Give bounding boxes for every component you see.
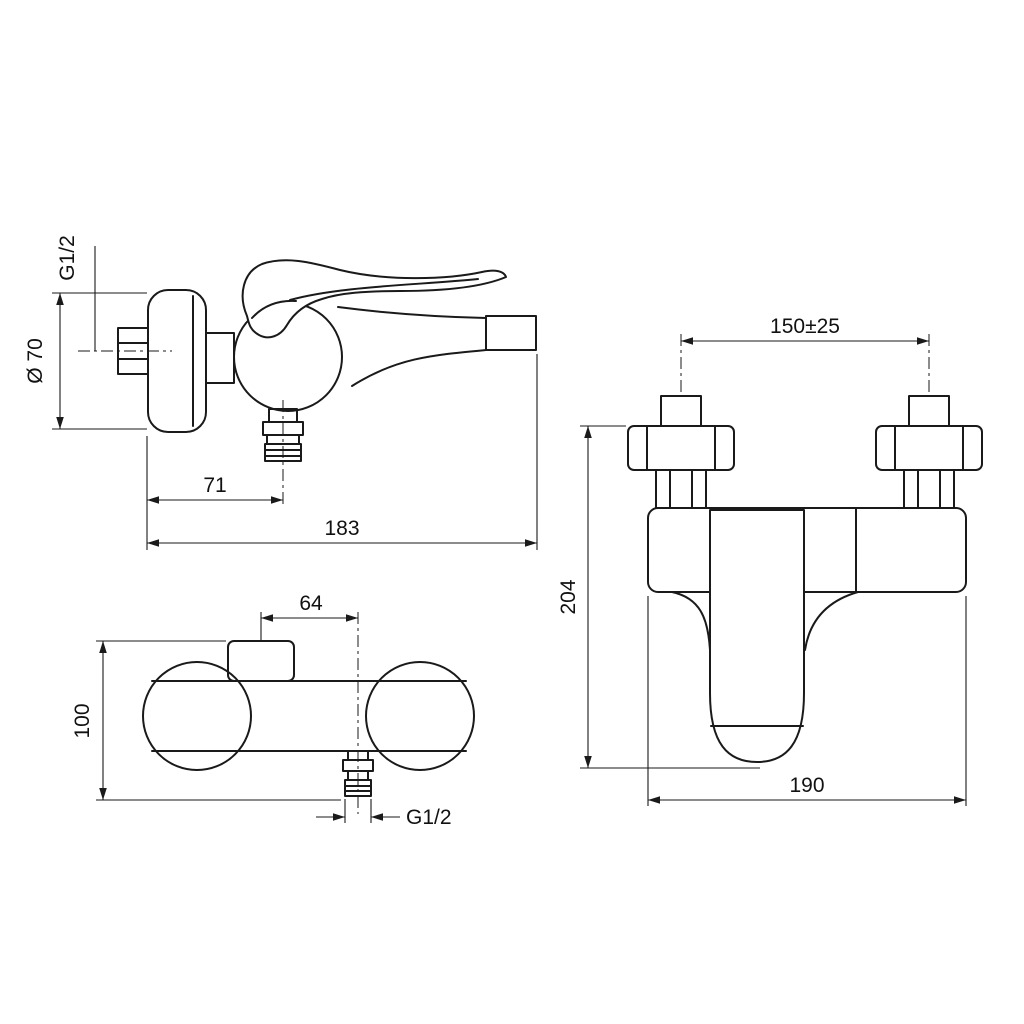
plan-handle-base bbox=[227, 640, 295, 682]
dim-label-height: 204 bbox=[557, 579, 580, 614]
side-step-adapter bbox=[205, 332, 235, 384]
side-spout-tip bbox=[485, 315, 537, 351]
front-left-fitting bbox=[627, 334, 735, 515]
side-wall-flange bbox=[147, 289, 207, 433]
dim-flange-diameter: Ø 70 bbox=[24, 292, 147, 430]
dim-label-outlet-offset: 71 bbox=[203, 474, 226, 497]
dim-label-depth: 100 bbox=[71, 703, 94, 738]
dim-label-total-projection: 183 bbox=[324, 517, 359, 540]
dim-label-width: 190 bbox=[789, 774, 824, 797]
front-view: 150±25 204 190 bbox=[557, 315, 983, 806]
dim-label-plan-outlet-thread: G1/2 bbox=[406, 806, 452, 829]
dim-width: 190 bbox=[647, 596, 967, 806]
dim-depth: 100 bbox=[71, 640, 341, 801]
plan-left-flange bbox=[142, 661, 252, 771]
dim-label-flange-diameter: Ø 70 bbox=[24, 338, 47, 384]
side-spout-top bbox=[337, 306, 487, 319]
dim-label-hole-spacing: 150±25 bbox=[770, 315, 840, 338]
side-lever-handle bbox=[241, 259, 507, 339]
front-right-fitting bbox=[875, 334, 983, 515]
dim-outlet-offset: 71 bbox=[146, 436, 283, 550]
plan-view: 64 100 G1/2 bbox=[71, 592, 475, 829]
plan-right-flange bbox=[365, 661, 475, 771]
side-spout-bottom bbox=[351, 349, 487, 387]
dim-label-wall-thread: G1/2 bbox=[56, 235, 79, 281]
dim-height: 204 bbox=[557, 425, 760, 769]
dim-total-projection: 183 bbox=[147, 354, 538, 550]
dim-plan-outlet-thread: G1/2 bbox=[316, 799, 452, 829]
dim-label-handle-to-outlet: 64 bbox=[299, 592, 323, 615]
front-mixer-body bbox=[647, 507, 967, 593]
side-view: G1/2 Ø 70 71 183 bbox=[24, 235, 538, 550]
dim-handle-to-outlet: 64 bbox=[260, 592, 358, 640]
front-lever-handle bbox=[709, 509, 805, 763]
dim-hole-spacing: 150±25 bbox=[681, 315, 929, 345]
